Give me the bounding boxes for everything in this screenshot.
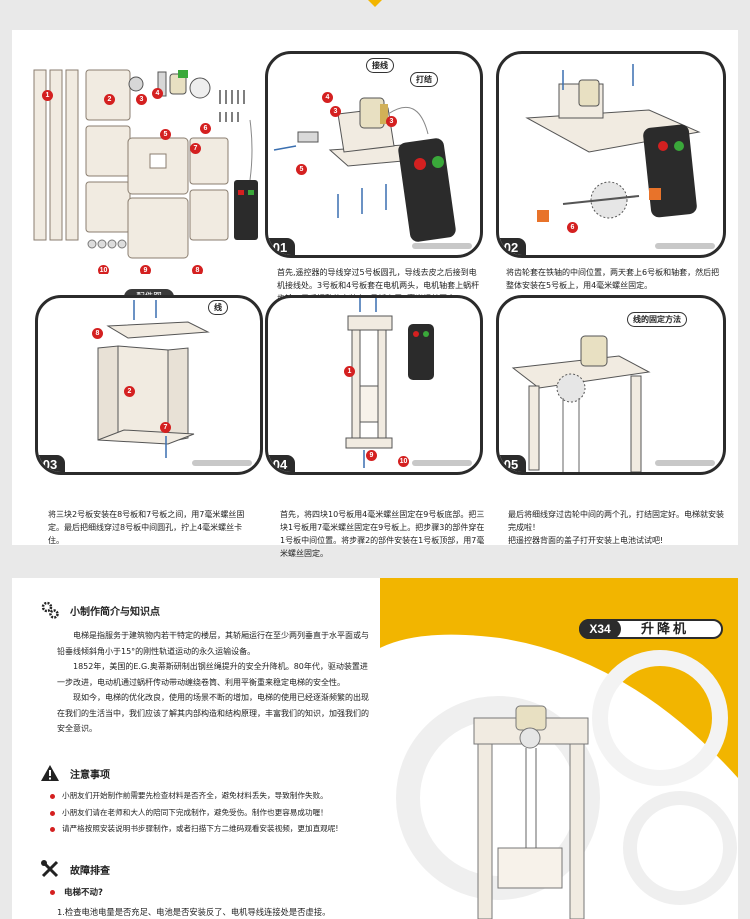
part-number: 3 [386, 116, 397, 127]
part-number: 6 [567, 222, 578, 233]
part-number: 4 [152, 88, 163, 99]
part-number: 7 [160, 422, 171, 433]
top-notch-marker [364, 0, 386, 8]
tools-icon [41, 860, 59, 878]
step-05-caption: 最后将细线穿过齿轮中间的两个孔，打结固定好。电梯就安装完成啦！ 把遥控器背面的盖… [508, 510, 724, 545]
step-05-illustration [511, 335, 651, 472]
intro-paragraph: 电梯是指服务于建筑物内若干特定的楼层，其轿厢运行在至少两列垂直于水平面或与铅垂线… [57, 631, 369, 656]
part-number: 9 [140, 265, 151, 274]
step-04-panel: 1 9 10 04 [265, 295, 483, 475]
callout-knot: 打结 [410, 72, 438, 87]
part-number: 8 [192, 265, 203, 274]
intro-paragraph: 1852年，美国的E.G.奥蒂斯研制出钢丝绳提升的安全升降机。80年代，驱动装置… [57, 662, 368, 687]
callout-wire-connect: 接线 [366, 58, 394, 73]
step-03-illustration [97, 300, 210, 458]
note-item: 小朋友们开始制作前需要先检查材料是否齐全，避免材料丢失，导致制作失败。 [50, 788, 380, 805]
troubleshoot-answer: 1.检查电池电量是否充足、电池是否安装反了、电机导线连接处是否虚接。 [57, 907, 331, 917]
product-code: X34 [579, 619, 621, 639]
parts-illustration [33, 69, 258, 259]
intro-paragraph: 现如今，电梯的优化改良，使用的场景不断的增加，电梯的使用已经逐渐频繁的出现在我们… [57, 693, 369, 733]
step-number-05: 05 [499, 455, 526, 472]
step-number-03: 03 [38, 455, 65, 472]
part-number: 3 [330, 106, 341, 117]
step-number-01: 01 [268, 238, 295, 255]
part-number: 4 [322, 92, 333, 103]
intro-text: 电梯是指服务于建筑物内若干特定的楼层，其轿厢运行在至少两列垂直于水平面或与铅垂线… [57, 628, 370, 737]
step-04-illustration [345, 298, 434, 468]
part-number: 5 [296, 164, 307, 175]
step-02-illustration [525, 64, 701, 222]
step-02-caption: 将齿轮套在铁轴的中间位置，两天套上6号板和轴套，然后把整体安装在5号板上，用4毫… [506, 268, 720, 290]
step-03-caption: 将三块2号板安装在8号板和7号板之间，用7毫米螺丝固定。最后把细线穿过8号板中间… [48, 510, 245, 545]
step-number-04: 04 [268, 455, 295, 472]
notes-heading-row: 注意事项 [40, 763, 110, 783]
intro-heading: 小制作简介与知识点 [70, 606, 160, 618]
part-number: 9 [366, 450, 377, 461]
part-number: 7 [190, 143, 201, 154]
part-number: 10 [398, 456, 409, 467]
step-01-illustration [273, 97, 456, 242]
part-number: 6 [200, 123, 211, 134]
notes-heading: 注意事项 [70, 769, 110, 781]
product-name: 升降机 [641, 622, 690, 637]
troubleshoot-question: 电梯不动? [50, 886, 103, 898]
part-number: 3 [136, 94, 147, 105]
step-01-panel: 接线 打结 4 3 3 5 01 [265, 51, 483, 258]
part-number: 10 [98, 265, 109, 274]
callout-line: 线 [208, 300, 228, 315]
part-number: 1 [42, 90, 53, 101]
gears-icon [41, 601, 59, 619]
intro-heading-row: 小制作简介与知识点 [40, 600, 160, 620]
product-title-badge: X34 升降机 [579, 619, 723, 639]
step-number-02: 02 [499, 238, 526, 255]
part-number: 5 [160, 129, 171, 140]
parts-panel: 1 2 3 4 5 6 7 8 9 10 [28, 50, 262, 274]
instruction-sheet: 1 2 3 4 5 6 7 8 9 10 配件图 [12, 30, 738, 558]
notes-list: 小朋友们开始制作前需要先检查材料是否齐全，避免材料丢失，导致制作失败。 小朋友们… [50, 788, 380, 838]
part-number: 2 [104, 94, 115, 105]
note-item: 请严格按照安装说明书步骤制作，或者扫描下方二维码观看安装视频，更加直观呢! [50, 821, 380, 838]
troubleshoot-heading: 故障排查 [70, 865, 110, 877]
step-03-panel: 线 8 2 7 03 [35, 295, 263, 475]
warning-icon [41, 765, 59, 781]
step-02-panel: 6 02 [496, 51, 726, 258]
step-05-panel: 线的固定方法 05 [496, 295, 726, 475]
part-number: 1 [344, 366, 355, 377]
step-04-caption: 首先，将四块10号板用4毫米螺丝固定在9号板底部。把三块1号板用7毫米螺丝固定在… [280, 510, 485, 558]
callout-line-fixing: 线的固定方法 [627, 312, 687, 327]
troubleshoot-heading-row: 故障排查 [40, 859, 110, 879]
part-number: 8 [92, 328, 103, 339]
note-item: 小朋友们请在老师和大人的陪同下完成制作，避免受伤。制作也更容易成功喔！ [50, 805, 380, 822]
part-number: 2 [124, 386, 135, 397]
